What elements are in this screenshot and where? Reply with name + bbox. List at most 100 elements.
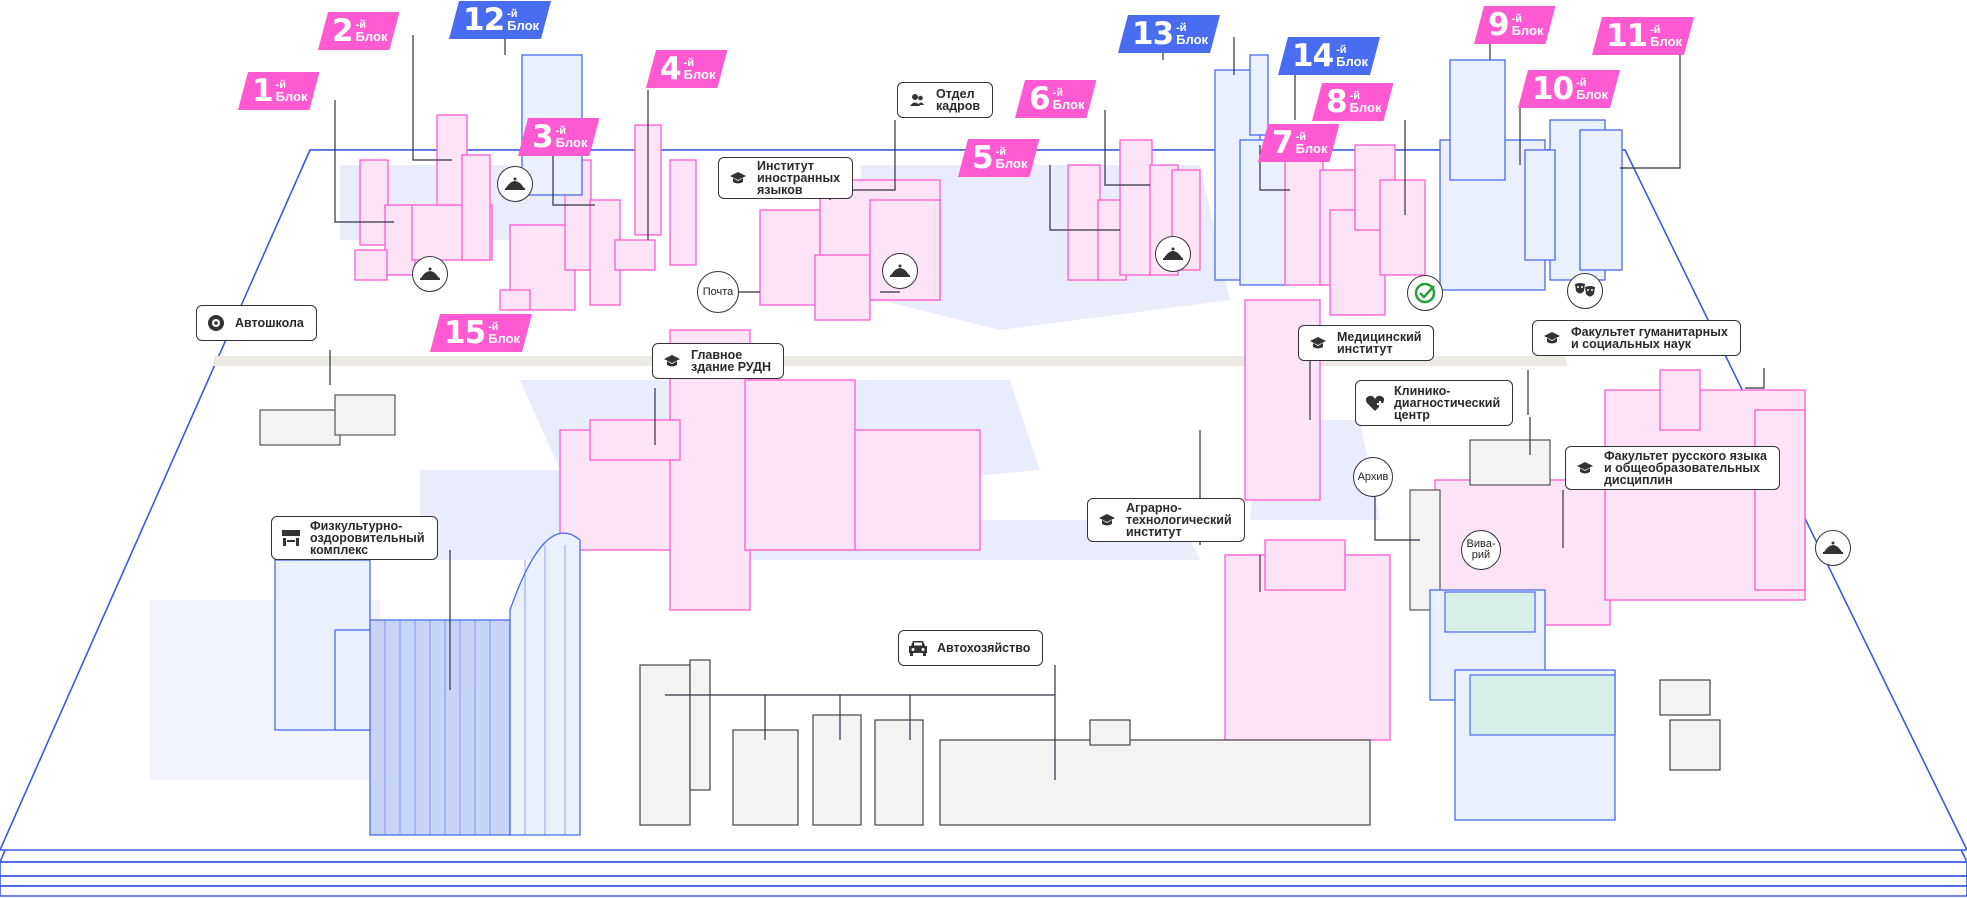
- poi-russian-lang[interactable]: Факультет русского языка и общеобразоват…: [1565, 446, 1780, 490]
- poi-label: Медицинский институт: [1337, 330, 1422, 356]
- block-word: Блок: [275, 89, 308, 104]
- poi-label: Клинико- диагностический центр: [1394, 384, 1501, 422]
- theatre-masks-icon[interactable]: [1567, 273, 1603, 309]
- vivarium-roof: [1444, 591, 1616, 736]
- graduation-cap-icon: [1574, 457, 1596, 479]
- poi-label: Аграрно- технологический институт: [1126, 501, 1232, 539]
- people-icon: [906, 89, 928, 111]
- tower-cluster-blue: [1214, 54, 1623, 291]
- block-suffix: -й: [995, 146, 1007, 158]
- block-number: 3: [532, 118, 553, 155]
- block-number: 12: [463, 1, 505, 38]
- garage-buildings: [639, 659, 1371, 826]
- block-number: 15: [444, 314, 486, 351]
- car-icon: [907, 637, 929, 659]
- vivarium-label[interactable]: Вива- рий: [1461, 530, 1501, 570]
- poi-label: Отдел кадров: [936, 87, 981, 113]
- graduation-cap-icon: [727, 167, 749, 189]
- block-word: Блок: [683, 67, 716, 82]
- poi-label: Факультет гуманитарных и социальных наук: [1571, 325, 1728, 351]
- block-number: 5: [972, 139, 993, 176]
- dorm-cluster-ne: [1244, 144, 1426, 501]
- block-suffix: -й: [1576, 77, 1587, 89]
- road: [212, 356, 1568, 366]
- poi-label: Автошкола: [235, 316, 304, 330]
- canteen-icon[interactable]: [1155, 236, 1191, 272]
- block-suffix: -й: [488, 321, 499, 333]
- archive-label[interactable]: Архив: [1353, 457, 1393, 497]
- canteen-icon[interactable]: [882, 253, 918, 289]
- block-suffix: -й: [275, 79, 287, 91]
- sports-complex: [274, 532, 581, 836]
- canteen-icon[interactable]: [1815, 530, 1851, 566]
- poi-label: Институт иностранных языков: [757, 159, 841, 197]
- block-word: Блок: [1576, 87, 1609, 102]
- block-word: Блок: [995, 156, 1028, 171]
- post-office-label[interactable]: Почта: [697, 271, 739, 313]
- graduation-cap-icon: [1307, 332, 1329, 354]
- canteen-icon[interactable]: [412, 256, 448, 292]
- block-suffix: -й: [1336, 44, 1347, 56]
- block-word: Блок: [1295, 141, 1328, 156]
- poi-driving-school[interactable]: Автошкола: [196, 305, 317, 341]
- small-grey-kiosks: [1659, 679, 1721, 771]
- block-number: 10: [1532, 70, 1574, 107]
- block-number: 13: [1132, 15, 1174, 52]
- block-word: Блок: [1052, 97, 1085, 112]
- poi-label: Факультет русского языка и общеобразоват…: [1604, 449, 1767, 487]
- poi-garage[interactable]: Автохозяйство: [898, 630, 1044, 666]
- block-number: 2: [332, 12, 353, 49]
- block-word: Блок: [507, 18, 540, 33]
- poi-foreign-lang[interactable]: Институт иностранных языков: [718, 157, 854, 199]
- block-word: Блок: [1349, 100, 1382, 115]
- block-number: 8: [1326, 83, 1347, 120]
- block-word: Блок: [555, 135, 588, 150]
- medical-heart-icon: [1364, 392, 1386, 414]
- poi-label: Автохозяйство: [937, 641, 1031, 655]
- block-suffix: -й: [507, 8, 518, 20]
- poi-clinic[interactable]: Клинико- диагностический центр: [1355, 380, 1514, 426]
- graduation-cap-icon: [1541, 327, 1563, 349]
- block-word: Блок: [1650, 34, 1683, 49]
- block-word: Блок: [1511, 23, 1544, 38]
- graduation-cap-icon: [661, 350, 683, 372]
- block-number: 14: [1292, 37, 1334, 74]
- canteen-icon[interactable]: [497, 166, 533, 202]
- block-suffix: -й: [1349, 90, 1361, 102]
- block-word: Блок: [1336, 54, 1369, 69]
- block-number: 4: [660, 50, 681, 87]
- sber-bank-icon[interactable]: [1407, 275, 1443, 311]
- steering-wheel-icon: [205, 312, 227, 334]
- poi-main-building[interactable]: Главное здание РУДН: [652, 343, 785, 379]
- block-number: 6: [1029, 80, 1050, 117]
- poi-hr[interactable]: Отдел кадров: [897, 82, 994, 118]
- poi-humanities[interactable]: Факультет гуманитарных и социальных наук: [1532, 320, 1741, 356]
- block-number: 11: [1606, 17, 1648, 54]
- poi-sports[interactable]: Физкультурно- оздоровительный комплекс: [271, 516, 438, 560]
- block-suffix: -й: [1295, 131, 1307, 143]
- graduation-cap-icon: [1096, 509, 1118, 531]
- poi-agrarian[interactable]: Аграрно- технологический институт: [1087, 498, 1245, 542]
- poi-medical[interactable]: Медицинский институт: [1298, 325, 1435, 361]
- poi-label: Главное здание РУДН: [691, 348, 772, 374]
- block-word: Блок: [488, 331, 521, 346]
- agrarian-building: [1224, 539, 1391, 741]
- block-number: 7: [1272, 124, 1293, 161]
- block-suffix: -й: [1511, 13, 1523, 25]
